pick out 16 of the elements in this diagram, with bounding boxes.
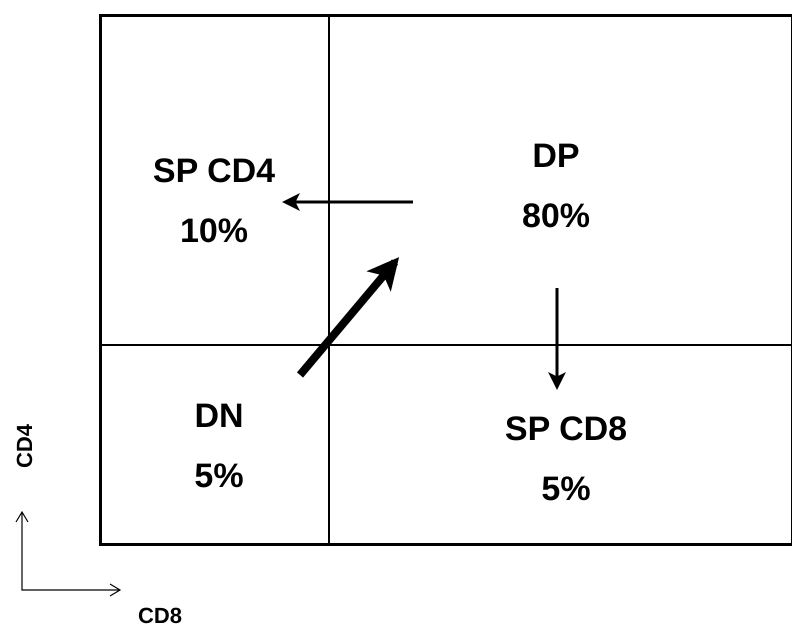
arrow <box>548 288 566 390</box>
percentage-value: 5% <box>540 469 592 510</box>
quadrant-region <box>100 345 329 545</box>
quadrant-region <box>329 15 792 345</box>
percentage-value: 5% <box>194 456 244 497</box>
population-name: SP CD4 <box>152 151 276 192</box>
percentage-value: 80% <box>522 196 590 237</box>
quadrant-region <box>100 15 329 345</box>
arrow <box>282 193 413 211</box>
population-name: DN <box>194 396 244 437</box>
quadrant-region <box>329 345 792 545</box>
population-name: DP <box>531 136 581 177</box>
population-name: SP CD8 <box>504 409 628 450</box>
percentage-value: 10% <box>178 211 250 252</box>
axis-label: CD8 <box>138 603 182 628</box>
axis-label: CD4 <box>12 424 38 468</box>
